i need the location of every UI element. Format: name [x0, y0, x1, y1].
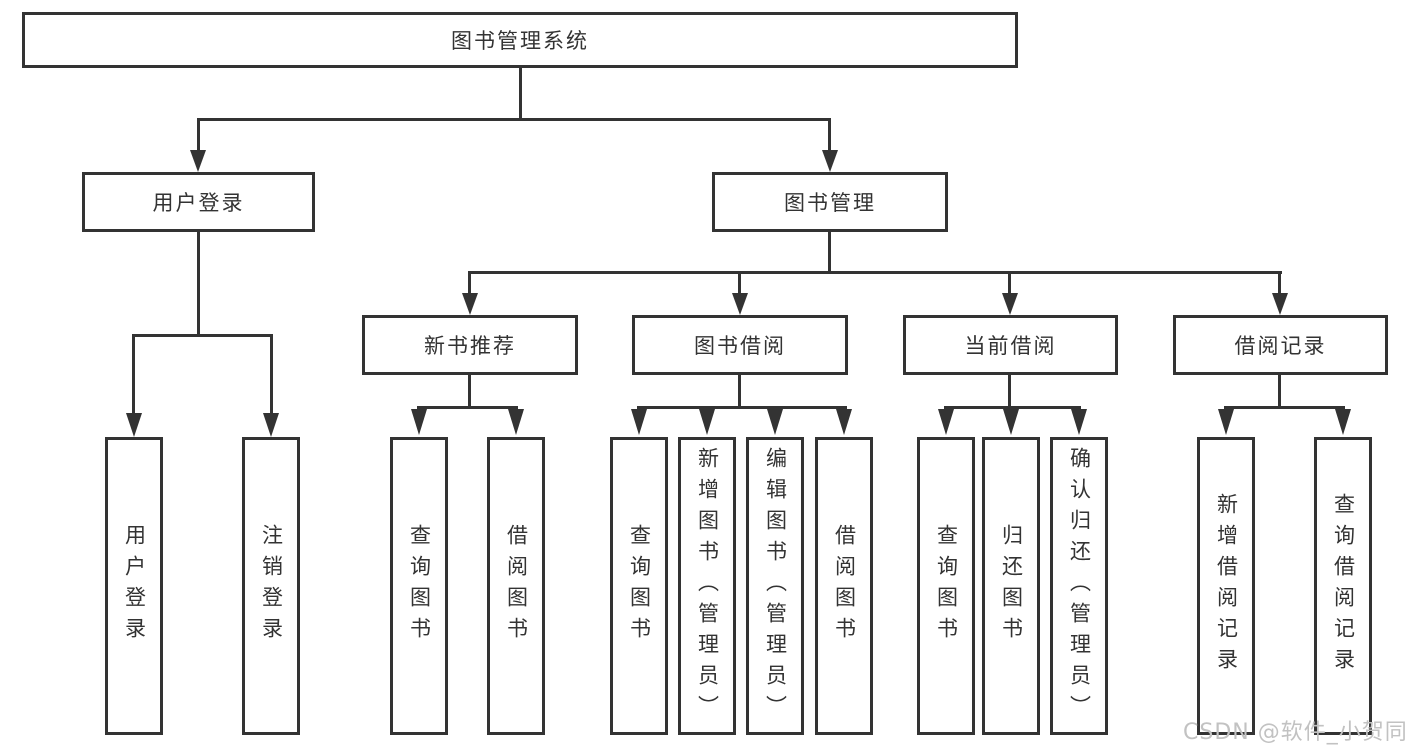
arrow-down-icon: [699, 409, 715, 435]
connector-line: [468, 271, 471, 295]
leaf-label: 注销登录: [259, 524, 284, 648]
leaf-label: 借阅图书: [504, 524, 529, 648]
leaf-label: 借阅图书: [832, 524, 857, 648]
leaf-query-borrow-record: 查询借阅记录: [1314, 437, 1372, 735]
leaf-label: 用户登录: [122, 524, 147, 648]
leaf-label: 查询图书: [407, 524, 432, 648]
node-label: 新书推荐: [424, 334, 516, 358]
leaf-label: 查询图书: [934, 524, 959, 648]
node-label: 图书管理: [784, 191, 876, 215]
watermark: CSDN @软件_小贺同学: [1183, 720, 1405, 745]
connector-line: [197, 118, 831, 121]
connector-line: [1278, 375, 1281, 408]
node-user-login: 用户登录: [82, 172, 315, 232]
leaf-query-books-borrow: 查询图书: [610, 437, 668, 735]
leaf-label: 确认归还（管理员）: [1067, 446, 1092, 726]
connector-line: [1278, 271, 1281, 295]
node-library-management-system: 图书管理系统: [22, 12, 1018, 68]
connector-line: [738, 271, 741, 295]
leaf-add-books-admin: 新增图书（管理员）: [678, 437, 736, 735]
node-new-book-recommendation: 新书推荐: [362, 315, 578, 375]
leaf-edit-books-admin: 编辑图书（管理员）: [746, 437, 804, 735]
connector-line: [519, 68, 522, 121]
leaf-add-borrow-record: 新增借阅记录: [1197, 437, 1255, 735]
node-borrowing-records: 借阅记录: [1173, 315, 1388, 375]
node-label: 用户登录: [152, 191, 245, 215]
arrow-down-icon: [822, 150, 838, 172]
arrow-down-icon: [1002, 293, 1018, 315]
leaf-label: 查询借阅记录: [1331, 493, 1356, 679]
node-label: 图书管理系统: [451, 29, 589, 53]
connector-line: [828, 118, 831, 153]
connector-line: [1008, 271, 1011, 295]
arrow-down-icon: [732, 293, 748, 315]
connector-line: [270, 334, 273, 416]
leaf-label: 编辑图书（管理员）: [763, 446, 788, 726]
node-label: 借阅记录: [1234, 334, 1327, 358]
arrow-down-icon: [1071, 409, 1087, 435]
leaf-confirm-return-admin: 确认归还（管理员）: [1050, 437, 1108, 735]
node-book-borrowing: 图书借阅: [632, 315, 848, 375]
arrow-down-icon: [1272, 293, 1288, 315]
leaf-query-books-recommend: 查询图书: [390, 437, 448, 735]
arrow-down-icon: [190, 150, 206, 172]
arrow-down-icon: [263, 413, 279, 437]
connector-line: [468, 375, 471, 408]
connector-line: [944, 406, 1081, 409]
arrow-down-icon: [126, 413, 142, 437]
connector-line: [468, 271, 1282, 274]
arrow-down-icon: [1335, 409, 1351, 435]
arrow-down-icon: [508, 409, 524, 435]
connector-line: [197, 118, 200, 153]
leaf-user-login: 用户登录: [105, 437, 163, 735]
leaf-label: 新增借阅记录: [1214, 493, 1239, 679]
node-label: 当前借阅: [964, 334, 1057, 358]
arrow-down-icon: [1003, 409, 1019, 435]
connector-line: [637, 406, 847, 409]
leaf-label: 新增图书（管理员）: [695, 446, 720, 726]
connector-line: [132, 334, 273, 337]
connector-line: [738, 375, 741, 408]
connector-line: [132, 334, 135, 416]
node-label: 图书借阅: [694, 334, 786, 358]
connector-line: [1224, 406, 1345, 409]
arrow-down-icon: [631, 409, 647, 435]
leaf-query-books-current: 查询图书: [917, 437, 975, 735]
arrow-down-icon: [462, 293, 478, 315]
connector-line: [417, 406, 518, 409]
arrow-down-icon: [836, 409, 852, 435]
leaf-label: 查询图书: [627, 524, 652, 648]
arrow-down-icon: [938, 409, 954, 435]
leaf-borrow-books: 借阅图书: [815, 437, 873, 735]
arrow-down-icon: [1218, 409, 1234, 435]
connector-line: [1008, 375, 1011, 408]
arrow-down-icon: [411, 409, 427, 435]
leaf-logout: 注销登录: [242, 437, 300, 735]
connector-line: [197, 232, 200, 336]
leaf-borrow-books-recommend: 借阅图书: [487, 437, 545, 735]
arrow-down-icon: [767, 409, 783, 435]
leaf-return-books: 归还图书: [982, 437, 1040, 735]
leaf-label: 归还图书: [999, 524, 1024, 648]
connector-line: [828, 232, 831, 274]
node-current-borrowing: 当前借阅: [903, 315, 1118, 375]
node-book-management: 图书管理: [712, 172, 948, 232]
